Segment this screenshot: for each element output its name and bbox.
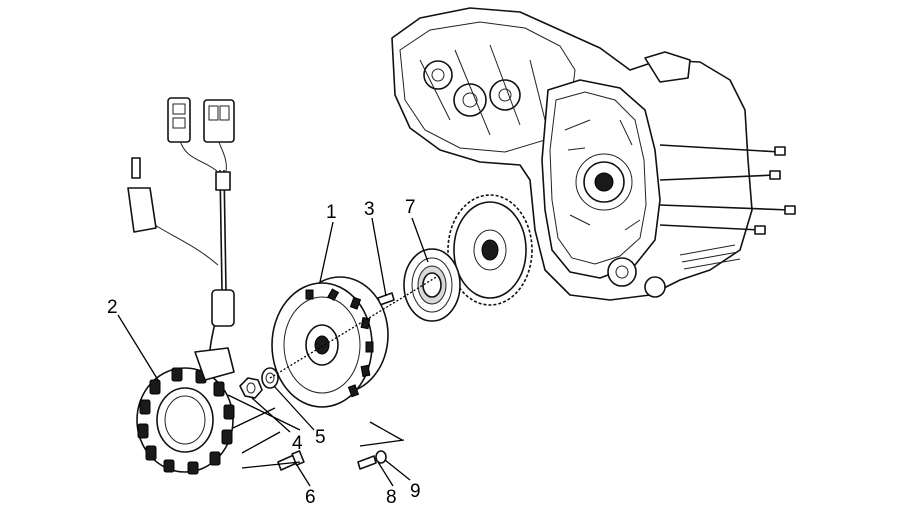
washer-part-9 [375,450,387,464]
callout-3: 3 [364,199,375,220]
callout-2: 2 [107,297,118,318]
callout-7: 7 [405,197,416,218]
bolt-part-6 [277,450,305,471]
bearing-ring-part-7 [403,248,461,322]
callout-8: 8 [386,487,397,507]
assembly-guide-lines [227,275,439,469]
callout-4: 4 [292,433,303,454]
flywheel-rotor-part-1 [271,276,389,408]
starter-gear [447,194,533,306]
nut-part-4 [239,377,263,399]
callout-5: 5 [315,427,326,448]
screw-part-8 [357,455,377,470]
stator-part-2 [127,97,235,475]
callout-1: 1 [326,202,337,223]
leader-lines [117,217,429,487]
callout-6: 6 [305,487,316,507]
callout-9: 9 [410,481,421,502]
engine-crankcase [391,7,796,301]
